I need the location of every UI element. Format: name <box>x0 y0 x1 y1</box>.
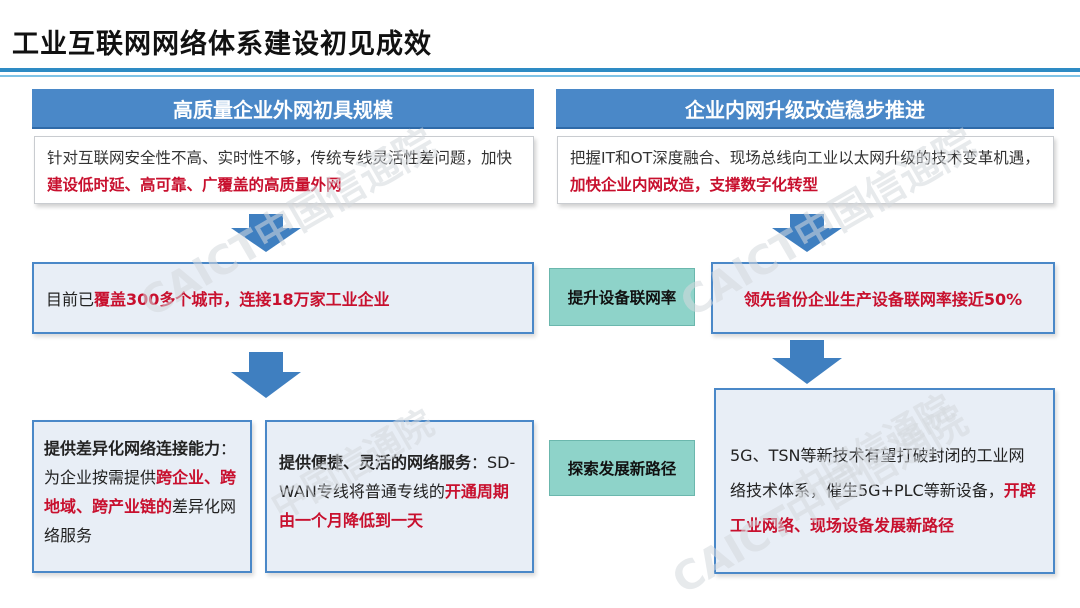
box1-heading: 提供差异化网络连接能力 <box>44 439 221 458</box>
box3-text: 5G、TSN等新技术有望打破封闭的工业网络技术体系，催生5G+PLC等新设备， <box>730 446 1025 500</box>
left-description-text: 针对互联网安全性不高、实时性不够，传统专线灵活性差问题，加快 <box>47 149 513 167</box>
right-column-header: 企业内网升级改造稳步推进 <box>556 89 1054 129</box>
center-label-connectivity: 提升设备联网率 <box>549 268 695 326</box>
box2-text: ：SD-WAN专线将普通专线的 <box>279 453 516 501</box>
down-arrow-icon <box>231 352 301 398</box>
right-description-highlight: 加快企业内网改造，支撑数字化转型 <box>570 176 819 194</box>
box1-text: ：为企业按需提供 <box>44 439 237 487</box>
differentiated-service-box: 提供差异化网络连接能力：为企业按需提供跨企业、跨地域、跨产业链的差异化网络服务 <box>32 420 252 573</box>
flexible-service-box: 提供便捷、灵活的网络服务：SD-WAN专线将普通专线的开通周期由一个月降低到一天 <box>265 420 534 573</box>
left-description-highlight: 建设低时延、高可靠、广覆盖的高质量外网 <box>47 176 342 194</box>
box2-highlight: 开通周期由一个月降低到一天 <box>279 482 509 530</box>
down-arrow-icon <box>772 340 842 384</box>
box1-highlight: 跨企业、跨地域、跨产业链的 <box>44 468 237 516</box>
right-status-box: 领先省份企业生产设备联网率接近50% <box>711 262 1055 334</box>
box3-highlight: 开辟工业网络、现场设备发展新路径 <box>730 481 1036 535</box>
title-divider <box>0 68 1080 72</box>
left-column-header: 高质量企业外网初具规模 <box>32 89 534 129</box>
left-description: 针对互联网安全性不高、实时性不够，传统专线灵活性差问题，加快建设低时延、高可靠、… <box>34 136 534 204</box>
new-technology-box: 5G、TSN等新技术有望打破封闭的工业网络技术体系，催生5G+PLC等新设备，开… <box>714 388 1055 574</box>
box1-tail: 差异化网络服务 <box>44 497 237 545</box>
right-description: 把握IT和OT深度融合、现场总线向工业以太网升级的技术变革机遇， 加快企业内网改造… <box>557 136 1054 204</box>
right-description-text: 把握IT和OT深度融合、现场总线向工业以太网升级的技术变革机遇， <box>570 149 1040 167</box>
page-title: 工业互联网网络体系建设初见成效 <box>12 29 432 60</box>
down-arrow-icon <box>772 214 842 252</box>
box2-heading: 提供便捷、灵活的网络服务 <box>279 453 472 472</box>
title-divider-thin <box>0 75 1080 77</box>
left-status-prefix: 目前已 <box>46 290 95 309</box>
left-status-highlight: 覆盖300多个城市，连接18万家工业企业 <box>94 290 390 309</box>
down-arrow-icon <box>231 214 301 252</box>
center-label-new-path: 探索发展新路径 <box>549 440 695 496</box>
right-status-highlight: 领先省份企业生产设备联网率接近50% <box>743 290 1023 309</box>
left-status-box: 目前已覆盖300多个城市，连接18万家工业企业 <box>32 262 534 334</box>
